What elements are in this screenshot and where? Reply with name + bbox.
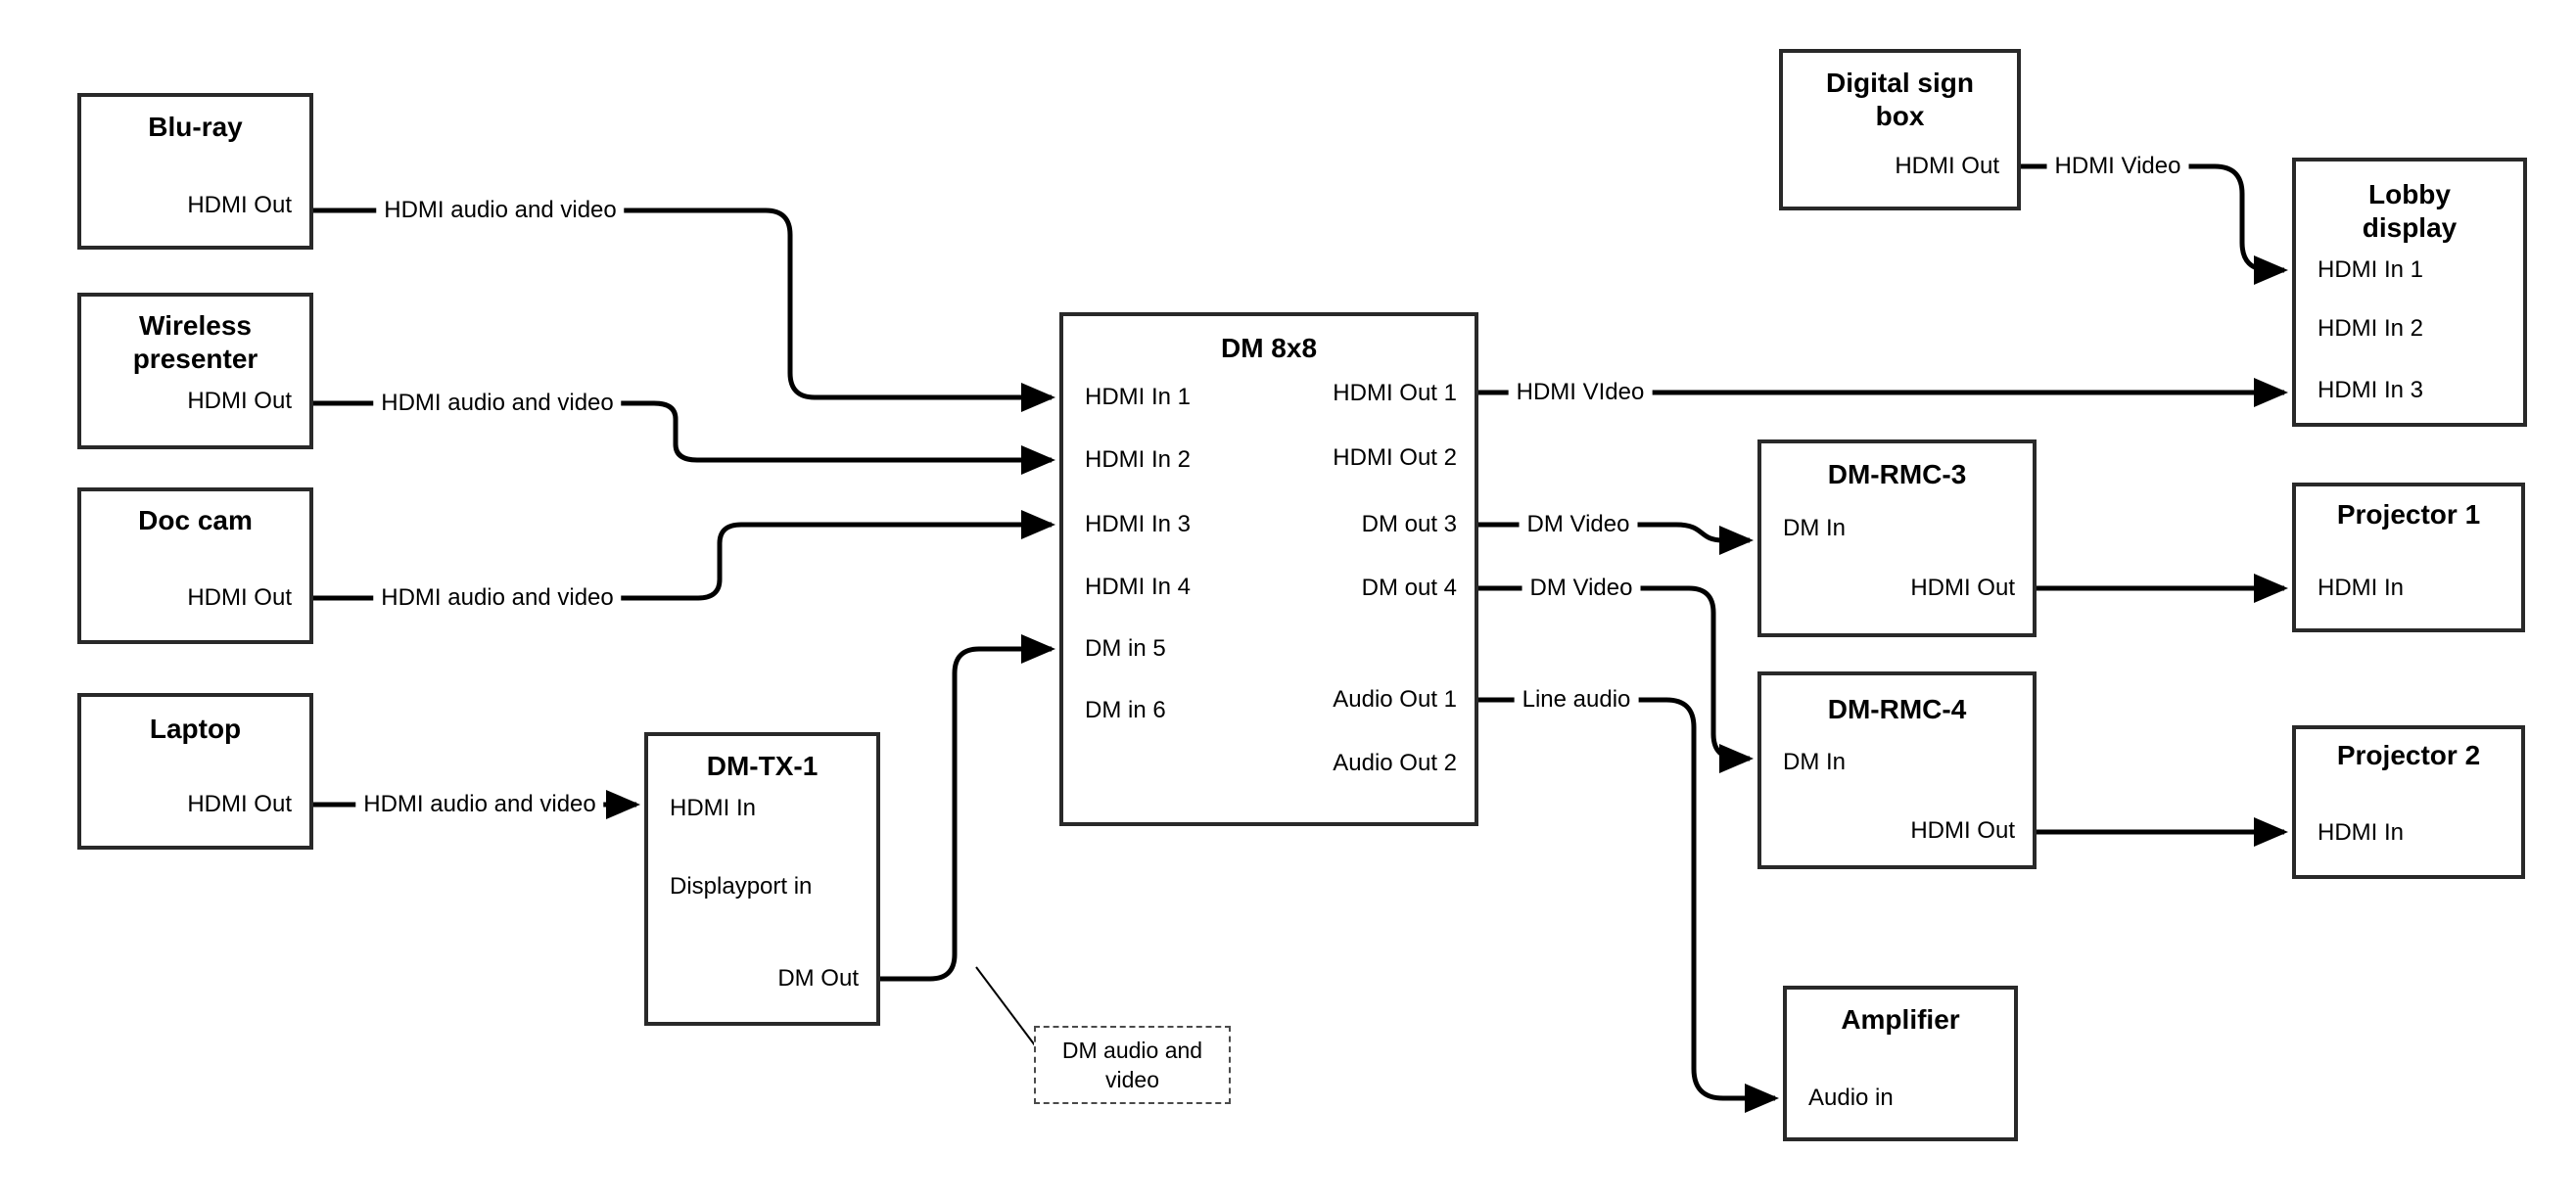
node-title-wireless-presenter: Wireless presenter <box>132 310 258 374</box>
edge-label-dm8x8-out3-to-dmrmc3: DM Video <box>1519 510 1638 539</box>
port-dm-8x8-hdmi-out-2: HDMI Out 2 <box>1333 444 1457 471</box>
node-title-dm-rmc-4: DM-RMC-4 <box>1827 694 1967 724</box>
port-dm-8x8-hdmi-in-2: HDMI In 2 <box>1085 446 1192 473</box>
edge-label-doccam-to-dm8x8-in3: HDMI audio and video <box>373 583 622 613</box>
port-dm-rmc-4-dm-in: DM In <box>1783 749 1847 775</box>
port-dm-tx-1-hdmi-in: HDMI In <box>670 795 757 821</box>
edge-label-dm8x8-audio1-to-amplifier: Line audio <box>1514 685 1639 715</box>
edge-label-bluray-to-dm8x8-in1: HDMI audio and video <box>376 196 625 225</box>
port-dm-8x8-hdmi-in-4: HDMI In 4 <box>1085 574 1192 600</box>
port-dm-8x8-dm-in-5: DM in 5 <box>1085 635 1166 662</box>
port-wireless-presenter-hdmi-out: HDMI Out <box>187 388 292 414</box>
edge-dmtx1-to-dm8x8-in5 <box>880 634 1056 982</box>
edge-digitalsign-to-lobby-in1 <box>2021 163 2289 285</box>
port-dm-tx-1-displayport-in: Displayport in <box>670 873 813 900</box>
edge-label-dm8x8-out1-to-lobby-in3: HDMI VIdeo <box>1508 378 1653 407</box>
node-projector-1[interactable]: Projector 1 HDMI In <box>2292 483 2525 632</box>
node-title-projector-2: Projector 2 <box>2336 740 2481 770</box>
node-title-dm-tx-1: DM-TX-1 <box>706 751 819 781</box>
port-dm-8x8-hdmi-out-1: HDMI Out 1 <box>1333 380 1457 406</box>
edge-label-laptop-to-dmtx1: HDMI audio and video <box>355 790 604 819</box>
port-dm-8x8-dm-out-4: DM out 4 <box>1361 575 1457 601</box>
node-title-dm-8x8: DM 8x8 <box>1220 333 1318 363</box>
port-projector-2-hdmi-in: HDMI In <box>2318 819 2405 846</box>
node-title-lobby-display: Lobby display <box>2362 179 2458 243</box>
port-amplifier-audio-in: Audio in <box>1808 1085 1894 1111</box>
port-doc-cam-hdmi-out: HDMI Out <box>187 584 292 611</box>
node-title-doc-cam: Doc cam <box>138 505 253 535</box>
port-projector-1-hdmi-in: HDMI In <box>2318 575 2405 601</box>
edge-bluray-to-dm8x8-in1 <box>313 208 1056 412</box>
port-dm-8x8-audio-out-1: Audio Out 1 <box>1333 686 1457 713</box>
port-dm-rmc-3-dm-in: DM In <box>1783 515 1847 541</box>
note-dm-audio-and-video[interactable]: DM audio and video <box>1034 1026 1231 1104</box>
node-projector-2[interactable]: Projector 2 HDMI In <box>2292 725 2525 879</box>
port-dm-tx-1-dm-out: DM Out <box>777 965 859 992</box>
node-title-laptop: Laptop <box>149 714 242 744</box>
port-lobby-display-hdmi-in-2: HDMI In 2 <box>2318 315 2424 342</box>
node-dm-rmc-4[interactable]: DM-RMC-4 DM In HDMI Out <box>1757 671 2037 869</box>
port-dm-8x8-dm-in-6: DM in 6 <box>1085 697 1166 723</box>
port-digital-sign-box-hdmi-out: HDMI Out <box>1895 153 1999 179</box>
node-title-dm-rmc-3: DM-RMC-3 <box>1827 459 1967 489</box>
port-dm-rmc-3-hdmi-out: HDMI Out <box>1910 575 2015 601</box>
port-lobby-display-hdmi-in-1: HDMI In 1 <box>2318 256 2424 283</box>
port-bluray-hdmi-out: HDMI Out <box>187 192 292 218</box>
port-laptop-hdmi-out: HDMI Out <box>187 791 292 817</box>
edge-dm8x8-audio1-to-amplifier <box>1478 697 1780 1113</box>
node-title-amplifier: Amplifier <box>1841 1004 1960 1035</box>
node-title-projector-1: Projector 1 <box>2336 499 2481 530</box>
edge-label-dm8x8-out4-to-dmrmc4: DM Video <box>1522 574 1641 603</box>
port-dm-8x8-dm-out-3: DM out 3 <box>1361 511 1457 537</box>
port-dm-8x8-audio-out-2: Audio Out 2 <box>1333 750 1457 776</box>
edge-label-digitalsign-to-lobby-in1: HDMI Video <box>2046 152 2189 181</box>
port-dm-8x8-hdmi-in-1: HDMI In 1 <box>1085 384 1192 410</box>
node-title-bluray: Blu-ray <box>148 112 243 142</box>
node-dm-rmc-3[interactable]: DM-RMC-3 DM In HDMI Out <box>1757 439 2037 637</box>
port-lobby-display-hdmi-in-3: HDMI In 3 <box>2318 377 2424 403</box>
note-text: DM audio and video <box>1061 1038 1203 1092</box>
edge-label-wireless-to-dm8x8-in2: HDMI audio and video <box>373 389 622 418</box>
port-dm-8x8-hdmi-in-3: HDMI In 3 <box>1085 511 1192 537</box>
port-dm-rmc-4-hdmi-out: HDMI Out <box>1910 817 2015 844</box>
edge-dm8x8-out4-to-dmrmc4 <box>1478 585 1755 773</box>
node-title-digital-sign-box: Digital sign box <box>1826 68 1974 131</box>
edge-note-leader <box>975 966 1036 1046</box>
